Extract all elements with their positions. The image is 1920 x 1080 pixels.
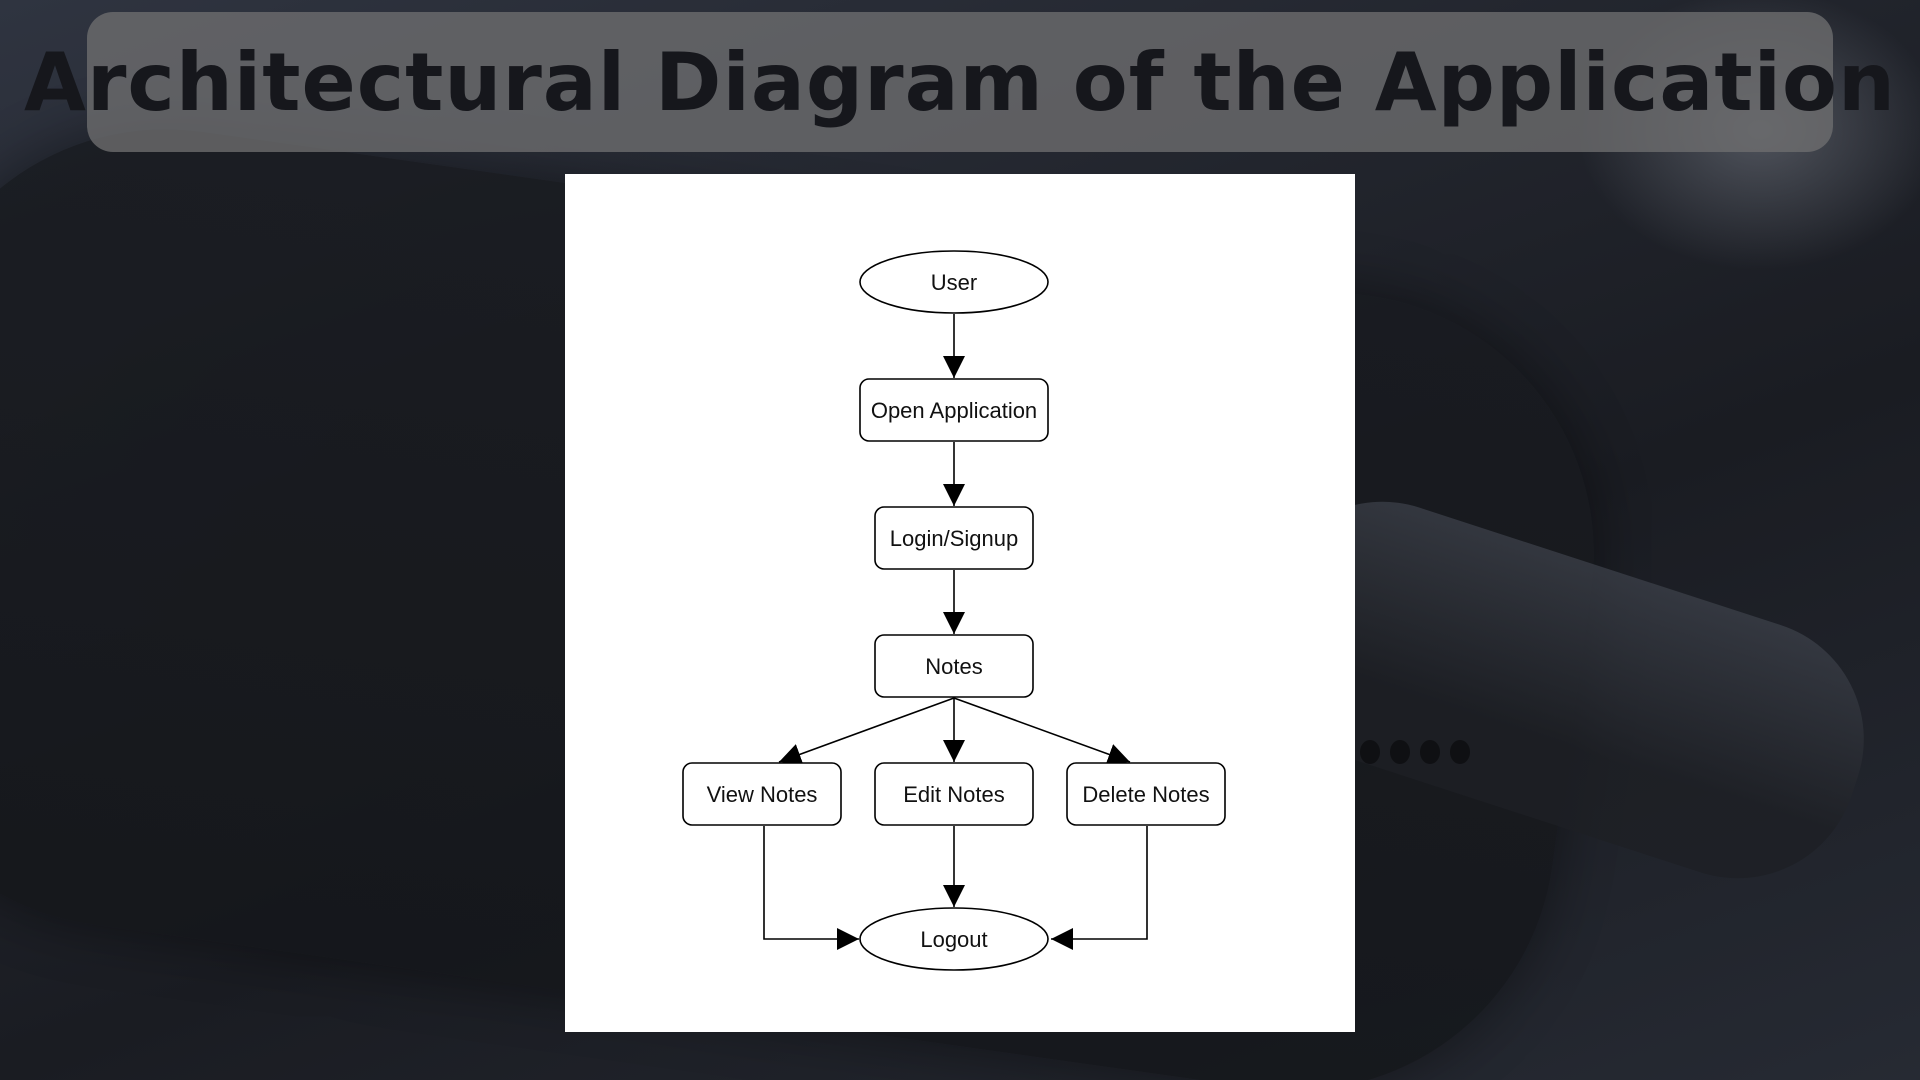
node-login-signup-label: Login/Signup <box>890 526 1018 551</box>
flow-diagram: User Open Application Login/Signup Notes… <box>682 250 1226 971</box>
node-delete-notes-label: Delete Notes <box>1082 782 1209 807</box>
edge-view-notes-logout <box>763 826 859 950</box>
title-banner: Architectural Diagram of the Application <box>24 12 1895 152</box>
background-speaker-dots <box>1360 740 1520 770</box>
node-open-application-label: Open Application <box>871 398 1037 423</box>
node-delete-notes: Delete Notes <box>1066 762 1226 826</box>
edge-notes-delete-notes <box>953 697 1131 765</box>
edge-notes-view-notes <box>778 697 955 765</box>
node-user: User <box>859 250 1049 314</box>
node-edit-notes: Edit Notes <box>874 762 1034 826</box>
node-open-application: Open Application <box>859 378 1049 442</box>
node-user-label: User <box>931 270 977 295</box>
node-view-notes-label: View Notes <box>707 782 818 807</box>
node-login-signup: Login/Signup <box>874 506 1034 570</box>
node-edit-notes-label: Edit Notes <box>903 782 1005 807</box>
page-title: Architectural Diagram of the Application <box>24 35 1896 129</box>
edges <box>763 314 1148 950</box>
node-notes: Notes <box>874 634 1034 698</box>
node-notes-label: Notes <box>925 654 982 679</box>
node-view-notes: View Notes <box>682 762 842 826</box>
diagram-card: User Open Application Login/Signup Notes… <box>565 174 1355 1032</box>
edge-delete-notes-logout <box>1051 826 1148 950</box>
node-logout: Logout <box>859 907 1049 971</box>
node-logout-label: Logout <box>920 927 987 952</box>
